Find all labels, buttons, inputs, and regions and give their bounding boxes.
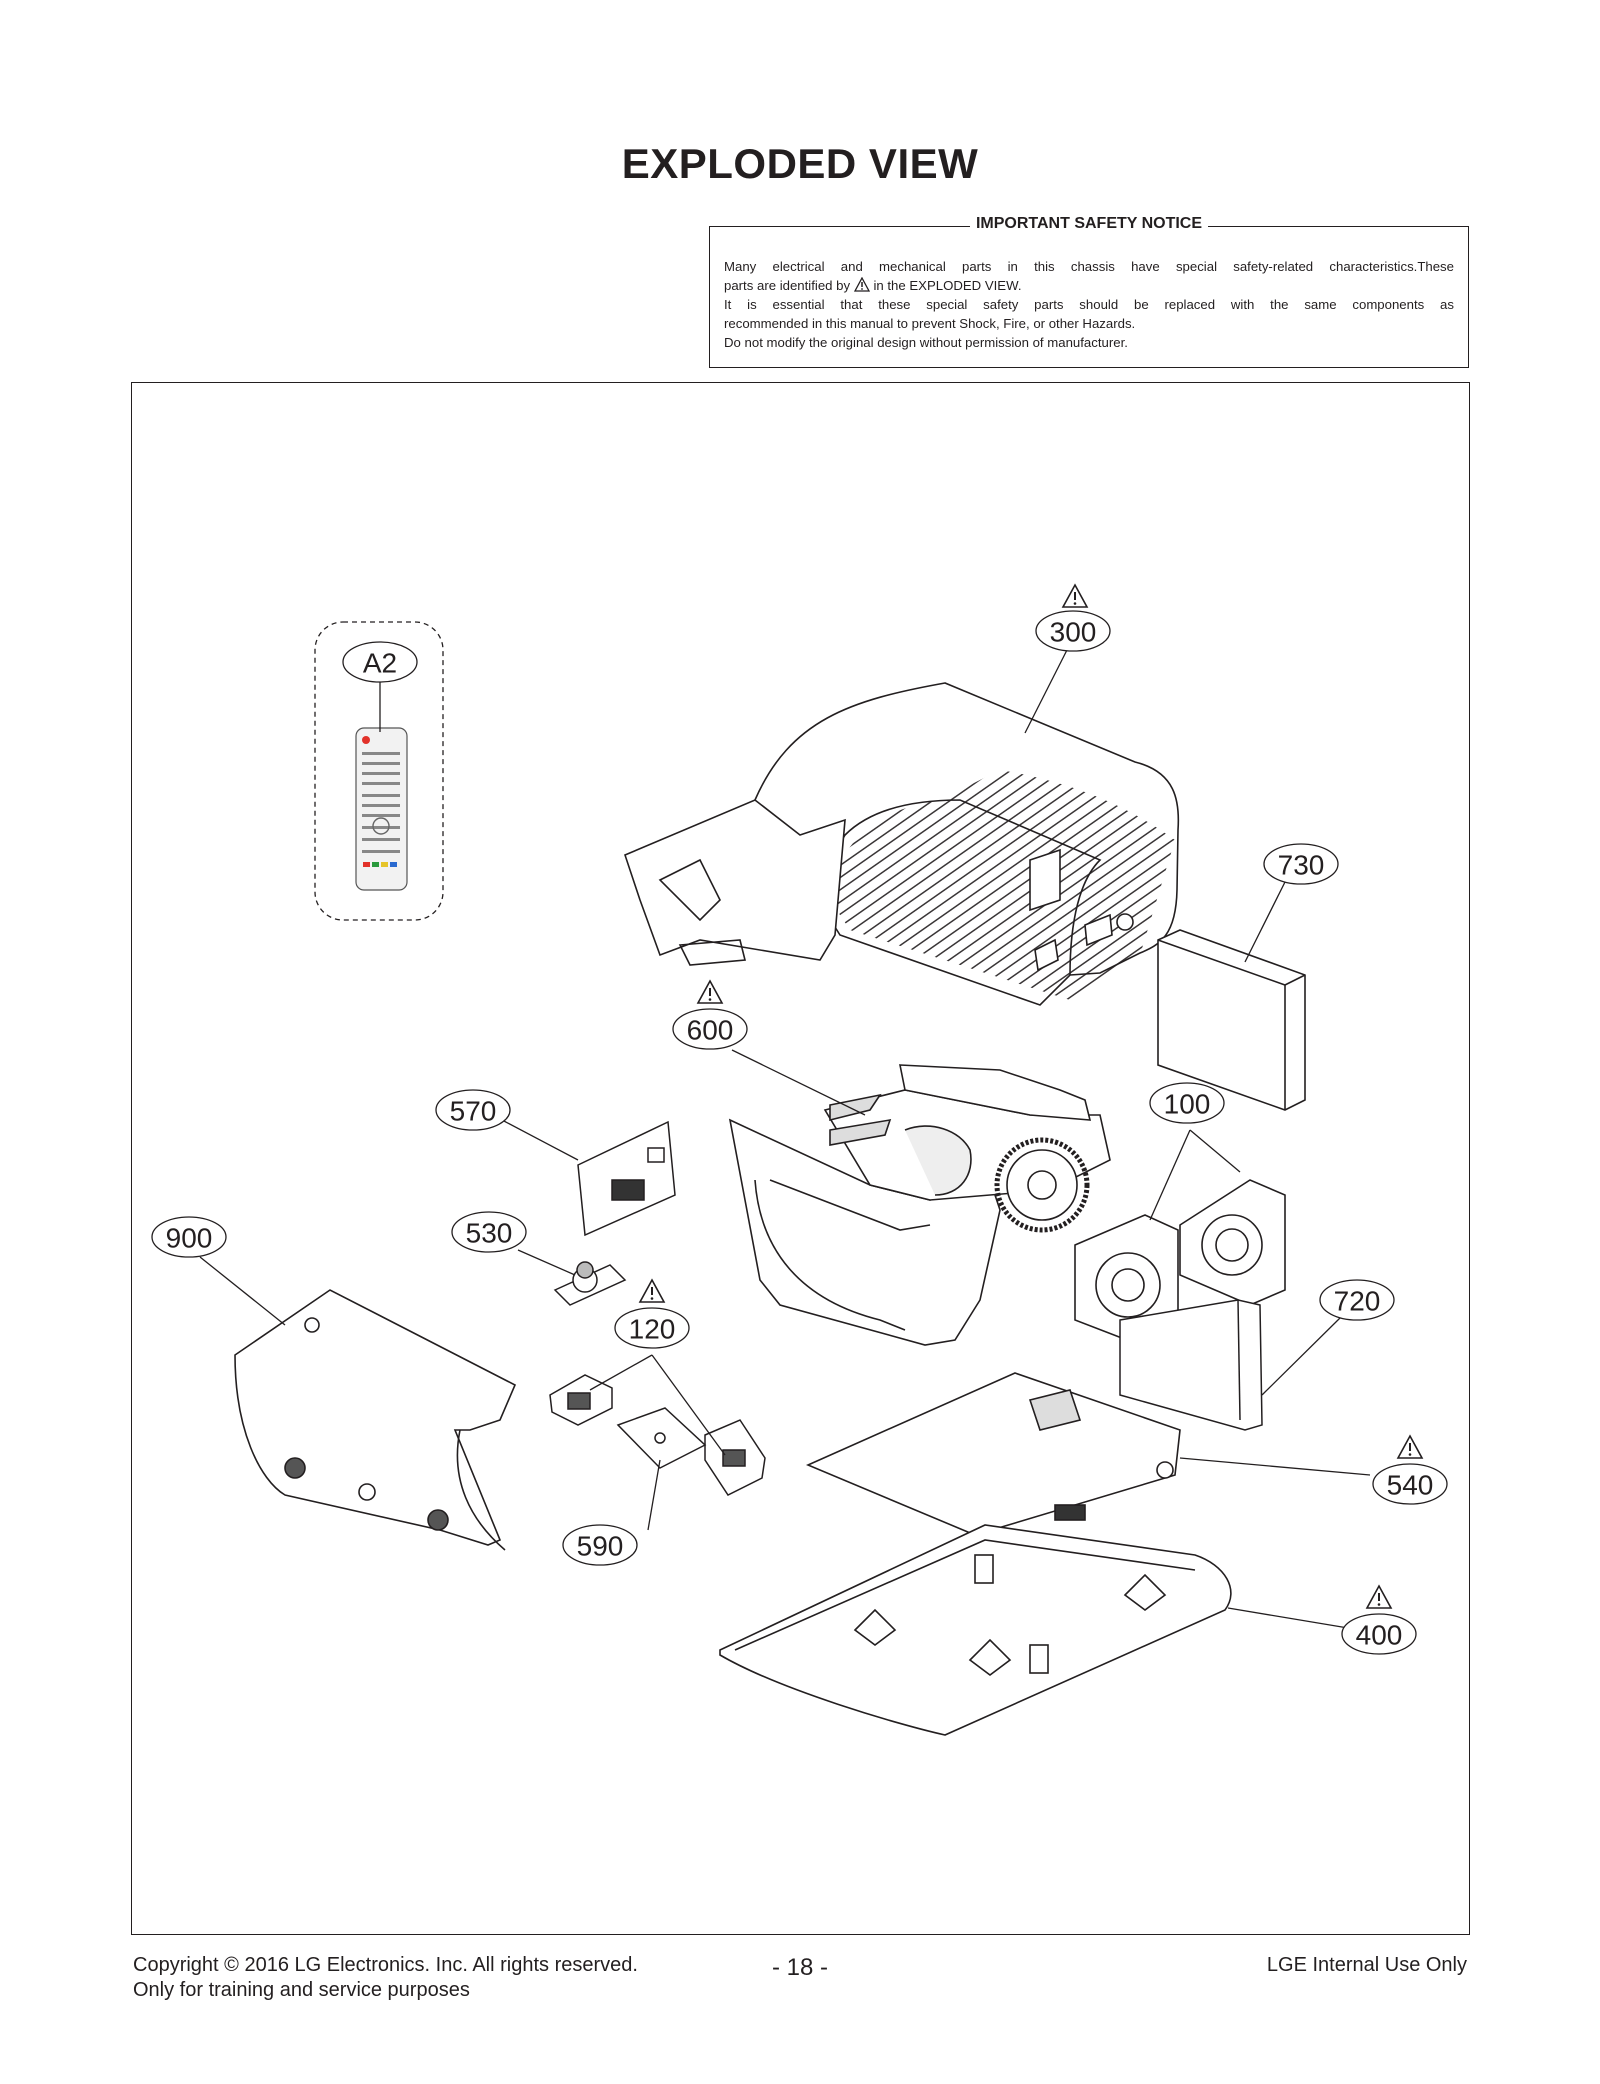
callout-label: 900 <box>166 1223 213 1254</box>
safety-notice-box: IMPORTANT SAFETY NOTICE Many electrical … <box>709 215 1469 368</box>
side-cover-part <box>234 1289 517 1551</box>
safety-notice-line: in the EXPLODED VIEW. <box>873 278 1022 293</box>
optical-engine-part <box>728 1064 1111 1346</box>
callout-label: 120 <box>629 1314 676 1345</box>
callout-label: 100 <box>1164 1089 1211 1120</box>
warning-icon <box>853 277 870 292</box>
top-cover-part <box>624 682 1180 1006</box>
bottom-case-part <box>719 1524 1232 1736</box>
safety-notice-body: Many electrical and mechanical parts in … <box>724 257 1454 352</box>
callout-label: 400 <box>1356 1620 1403 1651</box>
interface-board-part <box>577 1120 676 1237</box>
safety-notice-line: It is essential that these special safet… <box>724 297 1454 312</box>
callout-label: 300 <box>1050 617 1097 648</box>
page-number: - 18 - <box>771 1954 828 1981</box>
callout-label: 590 <box>577 1531 624 1562</box>
fan-part <box>1074 1179 1286 1346</box>
safety-notice-line: recommended in this manual to prevent Sh… <box>724 316 1136 331</box>
callout-label: 540 <box>1387 1470 1434 1501</box>
page-title: EXPLODED VIEW <box>621 140 979 187</box>
remote-control-part <box>314 621 444 921</box>
callout-label: A2 <box>363 648 397 679</box>
safety-notice-line: Many electrical and mechanical parts in … <box>724 259 1454 274</box>
internal-use-label: LGE Internal Use Only <box>1266 1954 1467 1976</box>
warning-icon <box>639 1279 665 1303</box>
main-board-part <box>805 1372 1181 1536</box>
leader-lines <box>199 647 1371 1631</box>
joystick-part <box>553 1261 627 1306</box>
copyright-text: Copyright © 2016 LG Electronics. Inc. Al… <box>133 1954 638 1976</box>
callout-label: 720 <box>1334 1286 1381 1317</box>
footer-copyright: Copyright © 2016 LG Electronics. Inc. Al… <box>133 1953 638 2003</box>
purpose-text: Only for training and service purposes <box>133 1979 470 2001</box>
warning-icon <box>1062 584 1088 608</box>
safety-notice-line: Do not modify the original design withou… <box>724 335 1128 350</box>
foot-part <box>549 1374 766 1496</box>
fan-bracket-part <box>1119 1299 1263 1431</box>
filter-part <box>1157 929 1306 1111</box>
safety-notice-heading: IMPORTANT SAFETY NOTICE <box>969 215 1209 232</box>
callout-label: 530 <box>466 1218 513 1249</box>
warning-icon <box>1397 1435 1423 1459</box>
safety-notice-line: parts are identified by <box>724 278 851 293</box>
callout-label: 600 <box>687 1015 734 1046</box>
plate-part <box>616 1407 707 1469</box>
callout-label: 730 <box>1278 850 1325 881</box>
callout-ellipses <box>151 610 1448 1655</box>
callout-label: 570 <box>450 1096 497 1127</box>
warning-icon <box>1366 1585 1392 1609</box>
diagram-frame <box>131 382 1470 1935</box>
warning-icon <box>697 980 723 1004</box>
